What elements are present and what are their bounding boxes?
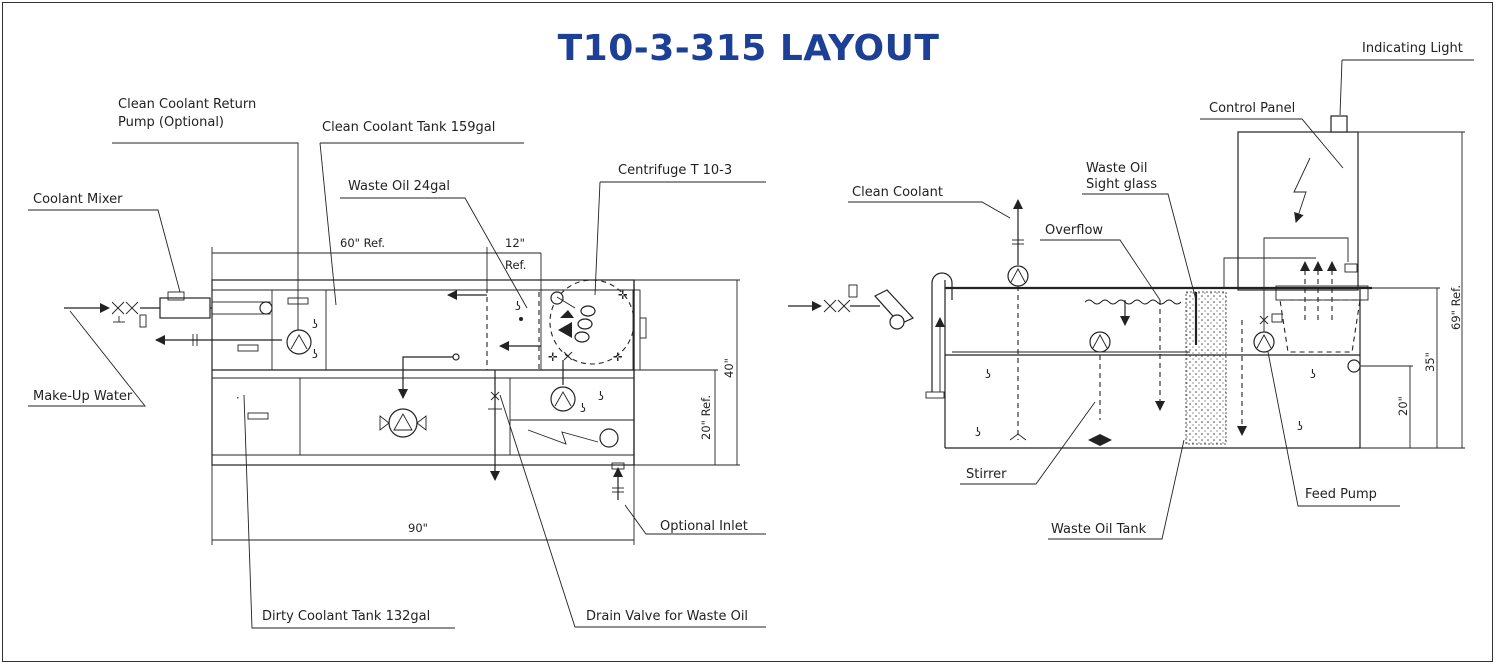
centrifuge-bowl [1279, 299, 1361, 353]
label-clean-coolant-return-pump: Pump (Optional) [118, 115, 224, 130]
svg-text:✛: ✛ [548, 350, 558, 364]
svg-text:ʖ: ʖ [598, 389, 604, 403]
dim-12-ref: Ref. [505, 258, 526, 272]
label-sight-glass: Sight glass [1086, 177, 1157, 192]
label-optional-inlet: Optional Inlet [660, 519, 748, 534]
dim-35: 35" [1423, 352, 1437, 372]
control-panel-box [1237, 131, 1359, 291]
svg-text:ʖ: ʖ [1297, 419, 1303, 433]
dim-90: 90" [408, 521, 428, 535]
label-make-up-water: Make-Up Water [33, 389, 133, 404]
label-drain-valve: Drain Valve for Waste Oil [586, 609, 748, 624]
svg-text:ʖ: ʖ [1310, 367, 1316, 381]
page-title: T10-3-315 LAYOUT [557, 28, 940, 69]
svg-text:ʖ: ʖ [312, 347, 318, 361]
dim-40: 40" [722, 358, 736, 378]
svg-text:ʖ: ʖ [975, 425, 981, 439]
dim-12: 12" [505, 236, 525, 250]
label-centrifuge: Centrifuge T 10-3 [618, 163, 732, 178]
label-clean-coolant-tank: Clean Coolant Tank 159gal [322, 120, 495, 135]
label-overflow: Overflow [1045, 223, 1103, 238]
label-stirrer: Stirrer [966, 467, 1007, 482]
label-clean-coolant-return: Clean Coolant Return [118, 97, 256, 112]
waste-oil-tank-section [1185, 291, 1227, 445]
svg-text:ʖ: ʖ [580, 401, 586, 415]
dim-20: 20" [1396, 396, 1410, 416]
tank-outline-top [211, 279, 635, 466]
coolant-mixer-symbol [159, 297, 211, 319]
label-control-panel: Control Panel [1209, 101, 1295, 116]
label-waste-oil-sight: Waste Oil [1086, 161, 1147, 176]
label-waste-oil: Waste Oil 24gal [348, 179, 450, 194]
dim-69-ref: 69" Ref. [1449, 285, 1463, 330]
dim-20-ref: 20" Ref. [699, 395, 713, 440]
svg-text:ʖ: ʖ [515, 299, 521, 313]
side-view: ʖ ʖ ʖ ʖ [788, 59, 1474, 540]
svg-text:ʖ: ʖ [312, 317, 318, 331]
label-dirty-coolant-tank: Dirty Coolant Tank 132gal [262, 609, 430, 624]
dim-60-ref: 60" Ref. [340, 236, 385, 250]
label-coolant-mixer: Coolant Mixer [33, 192, 123, 207]
svg-text:✛: ✛ [613, 350, 623, 364]
return-pump-symbol [286, 329, 312, 355]
label-feed-pump: Feed Pump [1305, 487, 1377, 502]
indicating-light-symbol [1330, 115, 1348, 133]
svg-text:·: · [236, 391, 240, 405]
waste-oil-compartment [486, 289, 540, 371]
centrifuge-circle [549, 279, 635, 365]
label-clean-coolant: Clean Coolant [852, 185, 943, 200]
svg-text:✛: ✛ [618, 288, 628, 302]
svg-text:ʖ: ʖ [985, 367, 991, 381]
top-view: ✛ ✛ ✛ ʖ ʖ ʖ ʖ ʖ · [28, 142, 766, 629]
label-indicating-light: Indicating Light [1362, 41, 1463, 56]
label-waste-oil-tank: Waste Oil Tank [1051, 522, 1147, 537]
